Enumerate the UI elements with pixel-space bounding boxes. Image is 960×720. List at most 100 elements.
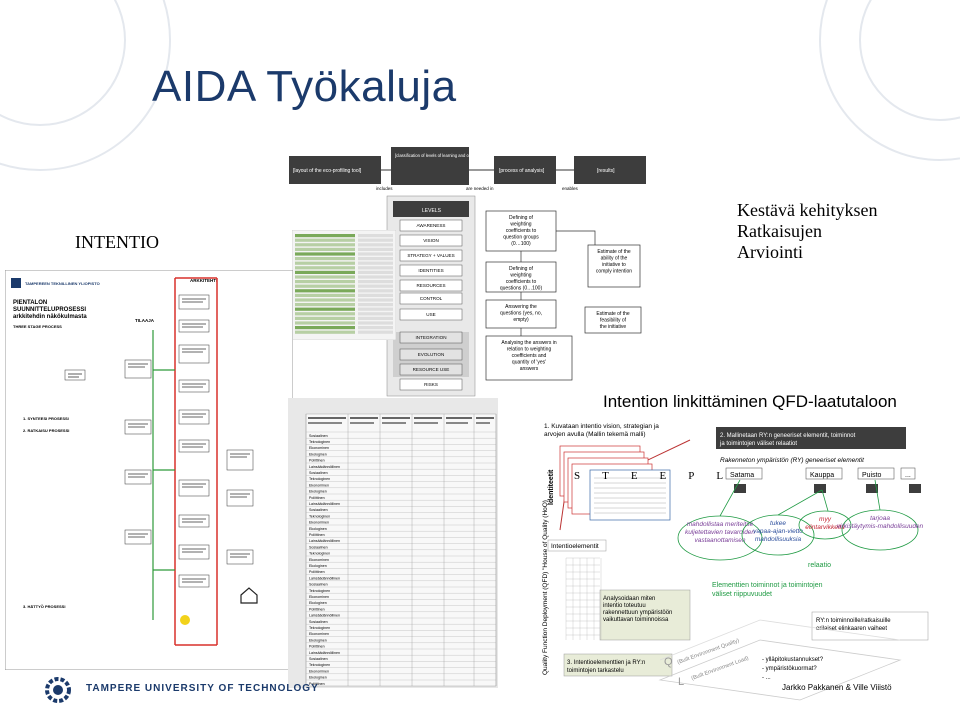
level-box [399,348,463,361]
lightbulb-icon [180,615,190,625]
footer-university: TAMPERE UNIVERSITY OF TECHNOLOGY [86,683,319,694]
table-row-label: Poliittinen [309,682,325,686]
table-row-label: Ekonominen [309,521,329,525]
note-line: Ratkaisujen [737,221,822,241]
qfd-identiteetit: Identiteetit [548,469,555,505]
level-label: RISKS [424,382,438,387]
top-box-results-text: [results] [597,168,615,174]
table-row-label: Ekologinen [309,601,327,605]
qfd-steepl: STEEPL [574,470,746,482]
level-box [399,219,463,232]
result-box [587,244,641,288]
table-row-label: Teknologinen [309,514,330,518]
table-row-label: Sosiaalinen [309,657,328,661]
qfd-bubble [798,510,852,540]
step-box [485,335,573,381]
table-row-label: Teknologinen [309,589,330,593]
level-box [399,308,463,321]
level-label: IDENTITIES [418,268,443,273]
plan-column-client: TILAAJA [135,318,155,323]
qfd-title: Intention linkittäminen QFD-laatutaloon [603,392,897,411]
table-row-label: Ekologinen [309,564,327,568]
step-box [485,210,557,252]
level-box [399,378,463,391]
plan-step-box [178,319,210,333]
credit-text: Jarkko Pakkanen & Ville Viiistö [782,683,892,692]
qfd-step2: 2. Mallinetaan RY:n geneeriset elementit… [719,433,856,447]
table-row-label: Poliittinen [309,570,325,574]
table-row-label: Ekologinen [309,527,327,531]
plan-phase-3: 3. HÄTTYÖ PROSESSI [23,604,65,609]
table-row-label: Lainsäädännöllinen [309,465,340,469]
top-box-layout [289,156,381,184]
table-row-label: Teknologinen [309,626,330,630]
level-box [399,292,463,305]
qfd-house-label-2: (Built Environment Load) [691,655,750,681]
table-row-label: Poliittinen [309,459,325,463]
tut-logo-icon [45,677,71,703]
levels-header-box [393,201,469,217]
plan-step-box [124,359,152,379]
qfd-actor: Satama [730,472,754,479]
table-row-label: Sosiaalinen [309,583,328,587]
qfd-letter-q: Q [664,656,673,668]
table-row-label: Ekologinen [309,452,327,456]
design-process-chart: TAMPEREEN TEKNILLINEN YLIOPISTO PIENTALO… [5,270,293,670]
table-row-label: Teknologinen [309,663,330,667]
level-box [399,279,463,292]
qfd-vertical-label: Quality Function Deployment (QFD) "House… [542,500,549,675]
level-label: EVOLUTION [418,352,445,357]
table-row-label: Ekonominen [309,669,329,673]
level-box [399,234,463,247]
note-line: Kestävä kehityksen [737,200,878,220]
actor-icon [814,484,826,493]
table-row-label: Ekonominen [309,632,329,636]
result-box [584,306,642,334]
table-row-label: Poliittinen [309,607,325,611]
level-label: CONTROL [420,296,443,301]
plan-column-architect: ARKKITEHTI [190,278,217,283]
table-row-label: Lainsäädännöllinen [309,576,340,580]
top-box-classification [391,147,469,185]
table-row-label: Poliittinen [309,645,325,649]
slide-title: AIDA Työkaluja [152,62,457,111]
qfd-relation: relaatio [808,562,831,569]
eco-profiling-sheet [292,230,396,340]
plan-phase-2: 2. RATKAISU PROSESSI [23,428,69,433]
table-row-label: Poliittinen [309,533,325,537]
table-row-label: Sosiaalinen [309,620,328,624]
top-box-classification-text: [classification of levels of learning an… [395,153,563,158]
link-includes: includes [376,186,393,191]
qfd-step2-box [716,427,906,449]
top-box-results [574,156,646,184]
qfd-actor: Puisto [862,472,882,479]
plan-subtitle: THREE STAGE PROCESS [13,324,62,329]
link-needed: are needed in [466,186,494,191]
level-box [399,249,463,262]
level-label: VISION [423,238,439,243]
plan-step-box [178,344,210,364]
assessment-notes: Kestävä kehityksen Ratkaisujen Arviointi [737,200,877,263]
intentio-label: INTENTIO [75,232,159,252]
plan-title-1: PIENTALON [13,300,47,306]
level-box [399,331,463,344]
top-box-process [494,156,556,184]
step-box [485,299,557,329]
